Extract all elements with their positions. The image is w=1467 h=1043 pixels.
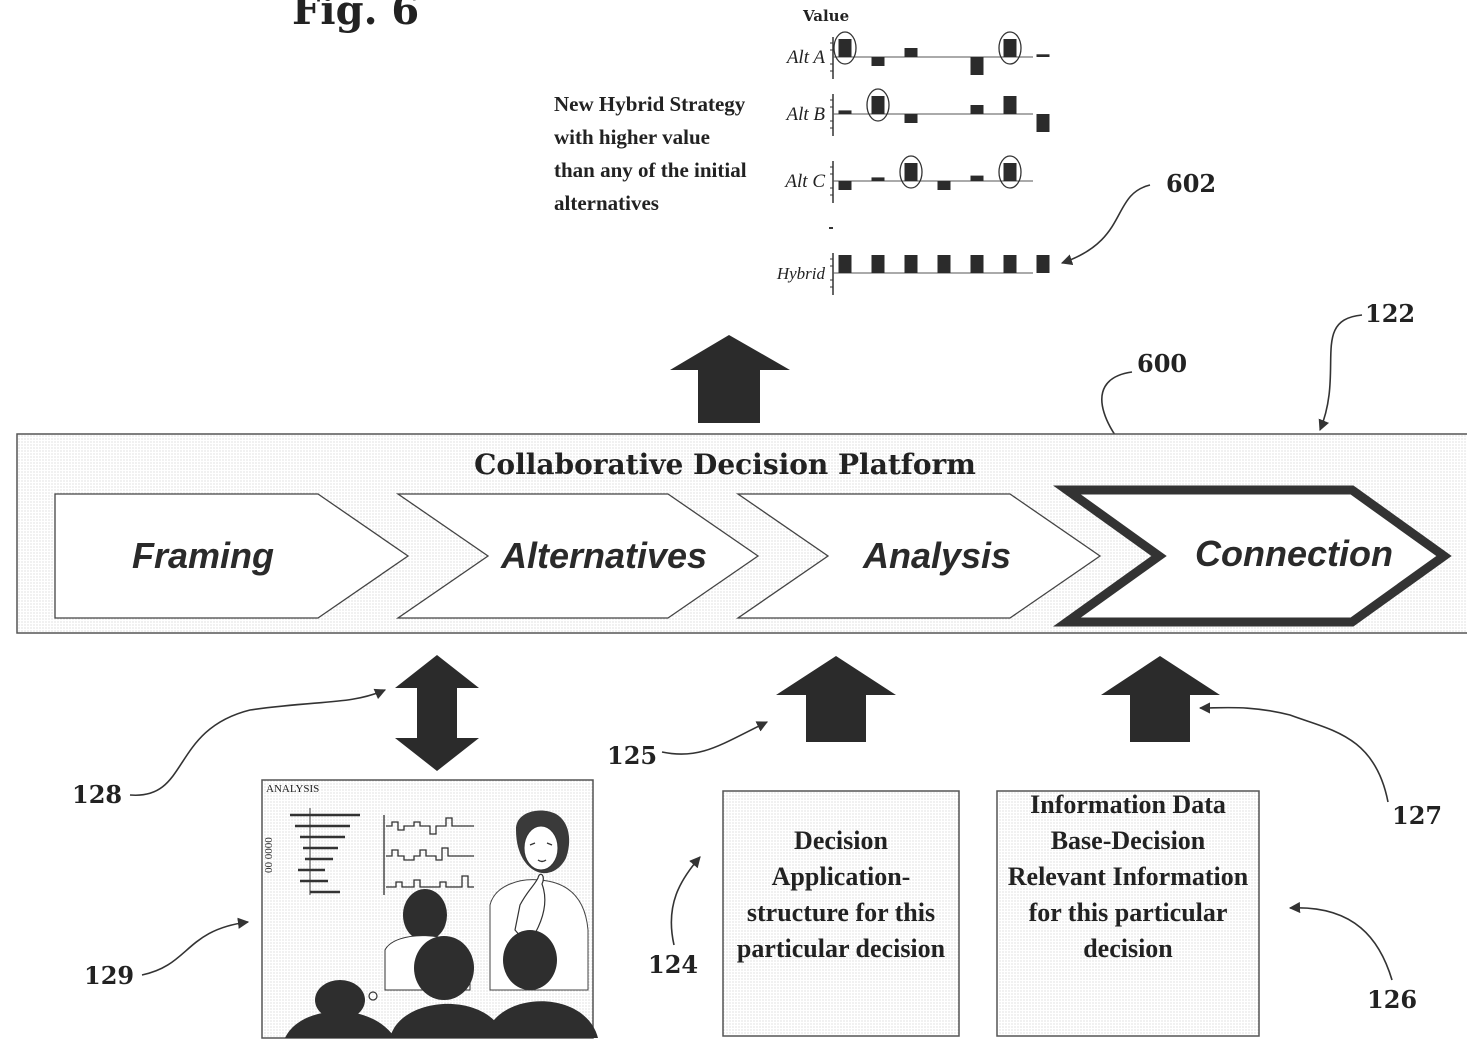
- audience-figures: [285, 889, 598, 1038]
- ref-126: 126: [1367, 985, 1417, 1014]
- decision-application-text: Decision Application-structure for this …: [736, 826, 946, 963]
- platform-title: Collaborative Decision Platform: [474, 448, 976, 481]
- chart-bar: [937, 181, 951, 190]
- ref-128: 128: [72, 780, 122, 809]
- chart-bar: [904, 255, 918, 273]
- chart-bar: [1003, 255, 1017, 273]
- chart-bar: [871, 57, 885, 66]
- ref-124: 124: [648, 950, 698, 979]
- figure-title: Fig. 6: [292, 0, 419, 34]
- ref-127: 127: [1392, 801, 1442, 830]
- leader-129: [141, 917, 250, 976]
- step-analysis: [735, 493, 1102, 619]
- chart-bar: [1003, 163, 1017, 181]
- up-arrow-126: [1101, 656, 1220, 742]
- chart-bar: [838, 181, 852, 190]
- step-analysis-label: Analysis: [862, 535, 1011, 576]
- ref-122: 122: [1365, 299, 1415, 328]
- chart-row-label: Alt A: [785, 47, 826, 68]
- leader-122: [1318, 314, 1363, 432]
- step-alternatives: [395, 493, 760, 619]
- chart-bar: [904, 48, 918, 57]
- chart-rows: Alt A Alt B Alt C Hybrid: [776, 31, 1050, 295]
- information-database-box: [996, 790, 1260, 1037]
- chart-bar: [838, 255, 852, 273]
- leader-127: [1198, 702, 1389, 803]
- collaborative-decision-platform: Collaborative Decision Platform Framing …: [16, 433, 1467, 634]
- chart-bar: [904, 114, 918, 123]
- ref-602: 602: [1166, 169, 1216, 198]
- chart-bar: [970, 255, 984, 273]
- chart-row-label: Hybrid: [776, 264, 826, 283]
- step-alternatives-label: Alternatives: [500, 535, 707, 576]
- chart-bar: [970, 105, 984, 114]
- chart-bar-highlight-circle: [998, 31, 1022, 65]
- screen-bar-charts: [383, 815, 474, 895]
- chart-bar-highlight-circle: [866, 88, 890, 122]
- information-database-text: Information Data Base-Decision Relevant …: [1007, 790, 1249, 963]
- ref-125: 125: [607, 741, 657, 770]
- leader-125: [661, 721, 769, 755]
- chart-bar: [871, 96, 885, 114]
- ref-129: 129: [84, 961, 134, 990]
- chart-row-label: Alt B: [784, 104, 825, 125]
- chart-bar: [937, 255, 951, 273]
- up-arrow-124: [776, 656, 896, 742]
- chart-bar: [970, 57, 984, 75]
- chart-bar-highlight-circle: [833, 31, 857, 65]
- chart-bar: [970, 175, 984, 181]
- chart-bar: [1036, 54, 1050, 57]
- leader-126: [1288, 901, 1393, 981]
- chart-bar: [871, 177, 885, 181]
- screen-title: ANALYSIS: [266, 783, 319, 795]
- chart-bar: [1036, 255, 1050, 273]
- chart-bar: [838, 110, 852, 114]
- step-framing: [54, 493, 410, 619]
- chart-bar: [1003, 96, 1017, 114]
- step-connection-label: Connection: [1195, 533, 1393, 574]
- analysis-screen-illustration: ANALYSIS 00 0000: [261, 779, 598, 1039]
- chart-bar: [1036, 114, 1050, 132]
- up-arrow-top: [670, 335, 790, 423]
- screen-tornado-chart: [290, 808, 360, 895]
- leader-124: [670, 856, 701, 946]
- leader-602: [1060, 184, 1151, 266]
- chart-axis-title: Value: [802, 7, 849, 25]
- decision-application-box: [722, 790, 960, 1037]
- chart-bar: [871, 255, 885, 273]
- leader-128: [129, 688, 387, 796]
- chart-bar-highlight-circle: [998, 155, 1022, 189]
- ref-600: 600: [1137, 349, 1187, 378]
- svg-text:00 0000: 00 0000: [263, 837, 275, 873]
- chart-bar-highlight-circle: [899, 155, 923, 189]
- chart-bar: [1003, 39, 1017, 57]
- step-connection: [1053, 485, 1452, 627]
- double-arrow-128: [395, 655, 479, 771]
- hybrid-chart: Value Alt A Alt B Alt C Hybrid: [776, 7, 1050, 295]
- hybrid-note: New Hybrid Strategy with higher value th…: [554, 92, 747, 215]
- chart-bar: [838, 39, 852, 57]
- chart-row-label: Alt C: [783, 171, 825, 192]
- step-framing-label: Framing: [132, 535, 274, 576]
- chart-bar: [904, 163, 918, 181]
